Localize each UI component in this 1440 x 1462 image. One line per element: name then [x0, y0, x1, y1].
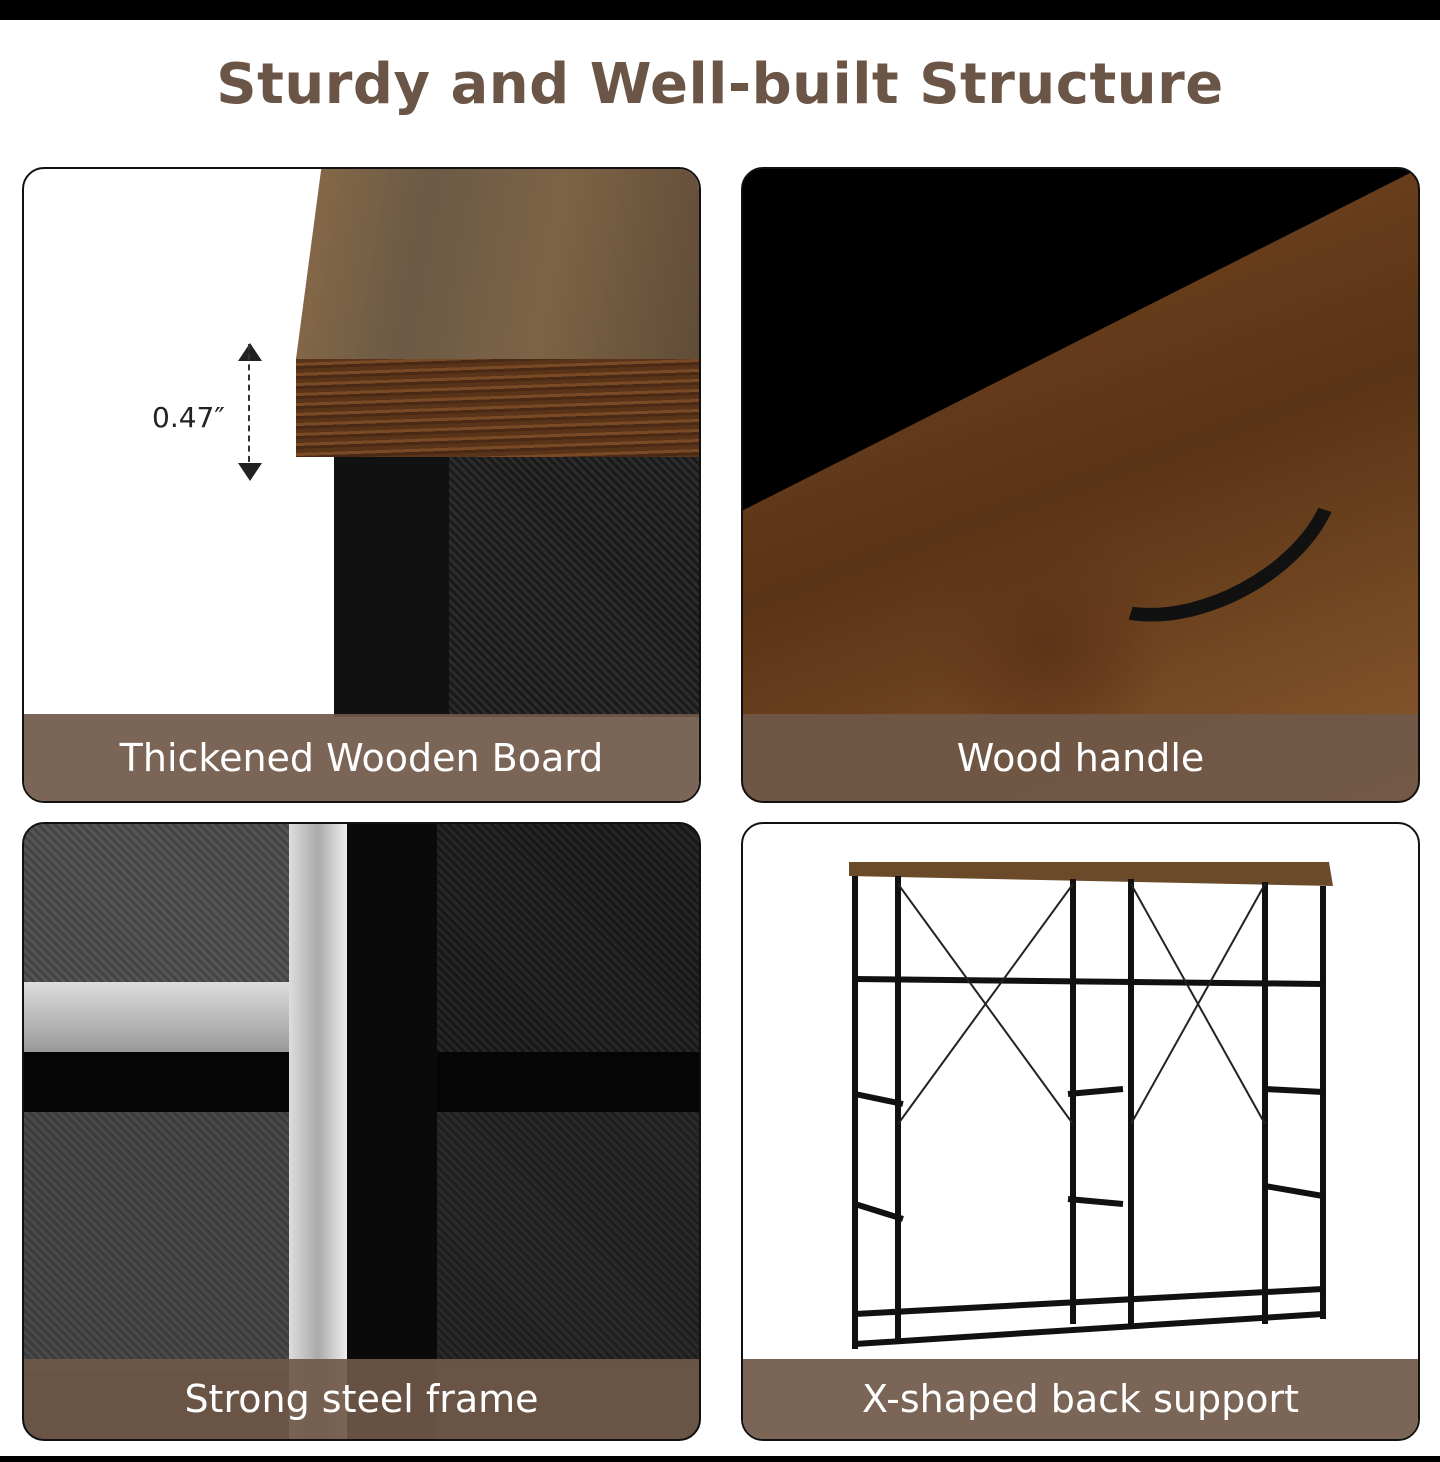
bottom-black-bar — [0, 1456, 1440, 1462]
fabric-image — [24, 824, 289, 982]
panel-label: Thickened Wooden Board — [24, 714, 699, 801]
arrow-up-icon — [238, 343, 262, 361]
arrow-down-icon — [238, 463, 262, 481]
dimension-line — [248, 344, 252, 472]
fabric-image — [24, 1112, 289, 1372]
panel-x-support: X-shaped back support — [741, 822, 1420, 1441]
frame-diagram-image — [849, 862, 1333, 1349]
panel-label: Strong steel frame — [24, 1359, 699, 1439]
panel-wood-handle: Wood handle — [741, 167, 1420, 803]
panel-label: X-shaped back support — [743, 1359, 1418, 1439]
board-edge-image — [296, 359, 699, 457]
steel-bar-image — [24, 982, 289, 1052]
fabric-image — [437, 1112, 699, 1372]
top-black-bar — [0, 0, 1440, 20]
steel-post-image — [347, 824, 437, 1439]
panel-wooden-board: 0.47″ Thickened Wooden Board — [22, 167, 701, 803]
fabric-image — [437, 824, 699, 1052]
steel-post-image — [289, 824, 347, 1439]
steel-leg-image — [334, 457, 449, 717]
panel-steel-frame: Strong steel frame — [22, 822, 701, 1441]
dimension-label: 0.47″ — [152, 401, 225, 434]
page-title: Sturdy and Well-built Structure — [216, 52, 1224, 117]
panel-label: Wood handle — [743, 714, 1418, 801]
board-top-image — [296, 169, 699, 359]
fabric-drawer-image — [449, 457, 699, 717]
